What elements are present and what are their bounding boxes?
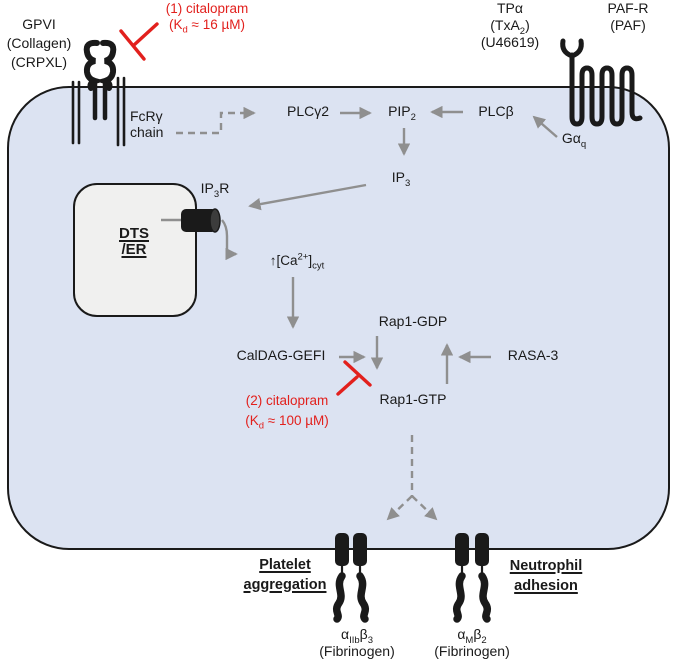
citalopram-inhibition-1-icon	[119, 22, 159, 61]
gaq-to-plcb-arrow	[532, 115, 558, 138]
rap1-gtp-label: Rap1-GTP	[379, 391, 447, 407]
ip3r-channel-icon	[161, 208, 221, 233]
rap1-gdp-label: Rap1-GDP	[378, 313, 448, 329]
fcr-gamma-chain-icon	[71, 76, 126, 147]
plcg2-label: PLCγ2	[286, 103, 330, 119]
ip3r-label: IP3R	[200, 180, 230, 200]
integrin-aMb2-label: αMβ2 (Fibrinogen)	[434, 626, 510, 659]
output-branch-left-arrow	[386, 495, 413, 521]
plcb-label: PLCβ	[478, 103, 514, 119]
ip3-label: IP3	[391, 169, 411, 189]
dts-er-label: DTS /ER	[119, 225, 149, 258]
g-alpha-q-label: Gαq	[561, 130, 587, 150]
citalopram-inhibition-2-icon	[336, 360, 372, 396]
cell-membrane	[7, 86, 670, 550]
calcium-label: ↑[Ca2+]cyt	[269, 251, 325, 272]
platelet-aggregation-label: Platelet aggregation	[243, 557, 327, 593]
integrin-aIIbb3-label: αIIbβ3 (Fibrinogen)	[319, 626, 395, 659]
fcr-to-plcg2-arrow	[176, 106, 256, 135]
gpcr-serpentine-receptor-icon	[560, 38, 643, 127]
tp-alpha-receptor-label: TPα (TxA2) (U46619)	[480, 0, 540, 50]
integrin-aMb2-icon	[452, 533, 492, 623]
citalopram-site1-label: (1) citalopram (Kd ≈ 16 µM)	[165, 1, 249, 36]
pip2-label: PIP2	[388, 103, 416, 123]
rasa3-label: RASA-3	[507, 347, 559, 363]
neutrophil-adhesion-label: Neutrophil adhesion	[509, 558, 583, 594]
gpvi-receptor-icon	[83, 39, 117, 121]
paf-receptor-label: PAF-R (PAF)	[607, 0, 649, 33]
caldag-gefi-label: CalDAG-GEFI	[236, 347, 326, 363]
dts-er-organelle	[73, 183, 197, 317]
integrin-aIIbb3-icon	[332, 533, 370, 623]
output-branch-right-arrow	[411, 495, 438, 521]
fcr-chain-label: FcRγ chain	[130, 108, 164, 140]
ip3-to-ip3r-arrow	[248, 183, 367, 211]
gpvi-receptor-label: GPVI (Collagen) (CRPXL)	[6, 16, 72, 70]
channel-to-calcium-arrow	[221, 219, 238, 261]
citalopram-site2-label: (2) citalopram (Kd ≈ 100 µM)	[245, 393, 329, 432]
